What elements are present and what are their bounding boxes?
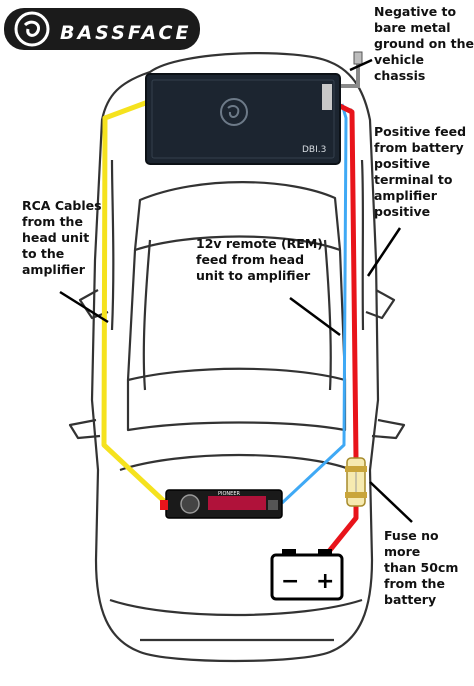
fuse-icon (345, 457, 367, 507)
rca-pointer-line (59, 290, 109, 324)
amplifier-icon (145, 73, 341, 165)
head-unit-brand-text: PIONEER (218, 491, 240, 497)
remote-cable (280, 103, 348, 505)
amplifier-model-label: DBI.3 (302, 145, 326, 155)
ground-terminal (353, 51, 363, 65)
power-cable (334, 101, 359, 459)
brand-logo-text: BASSFACE (60, 22, 192, 44)
positive-feed-label: Positive feed from battery positive term… (374, 124, 467, 219)
battery-minus-sign: − (281, 569, 299, 594)
power-cable-to-battery (320, 505, 359, 562)
negative-ground-label: Negative to bare metal ground on the veh… (374, 4, 474, 83)
fuse-label: Fuse no more than 50cm from the battery (384, 528, 459, 607)
remote-feed-label: 12v remote (REM) feed from head unit to … (196, 236, 323, 283)
fuse-pointer-line (369, 481, 413, 523)
battery-plus-sign: + (316, 569, 334, 594)
head-unit-icon (160, 489, 283, 519)
bassface-logo (4, 8, 200, 50)
negative-pointer-line (349, 58, 373, 72)
rca-cables-label: RCA Cables from the head unit to the amp… (22, 198, 102, 277)
rca-cable (101, 99, 168, 505)
bassface-swirl-icon (23, 20, 41, 37)
positive-pointer-line (366, 227, 402, 277)
battery-icon (270, 549, 344, 601)
remote-pointer-line (289, 296, 341, 337)
